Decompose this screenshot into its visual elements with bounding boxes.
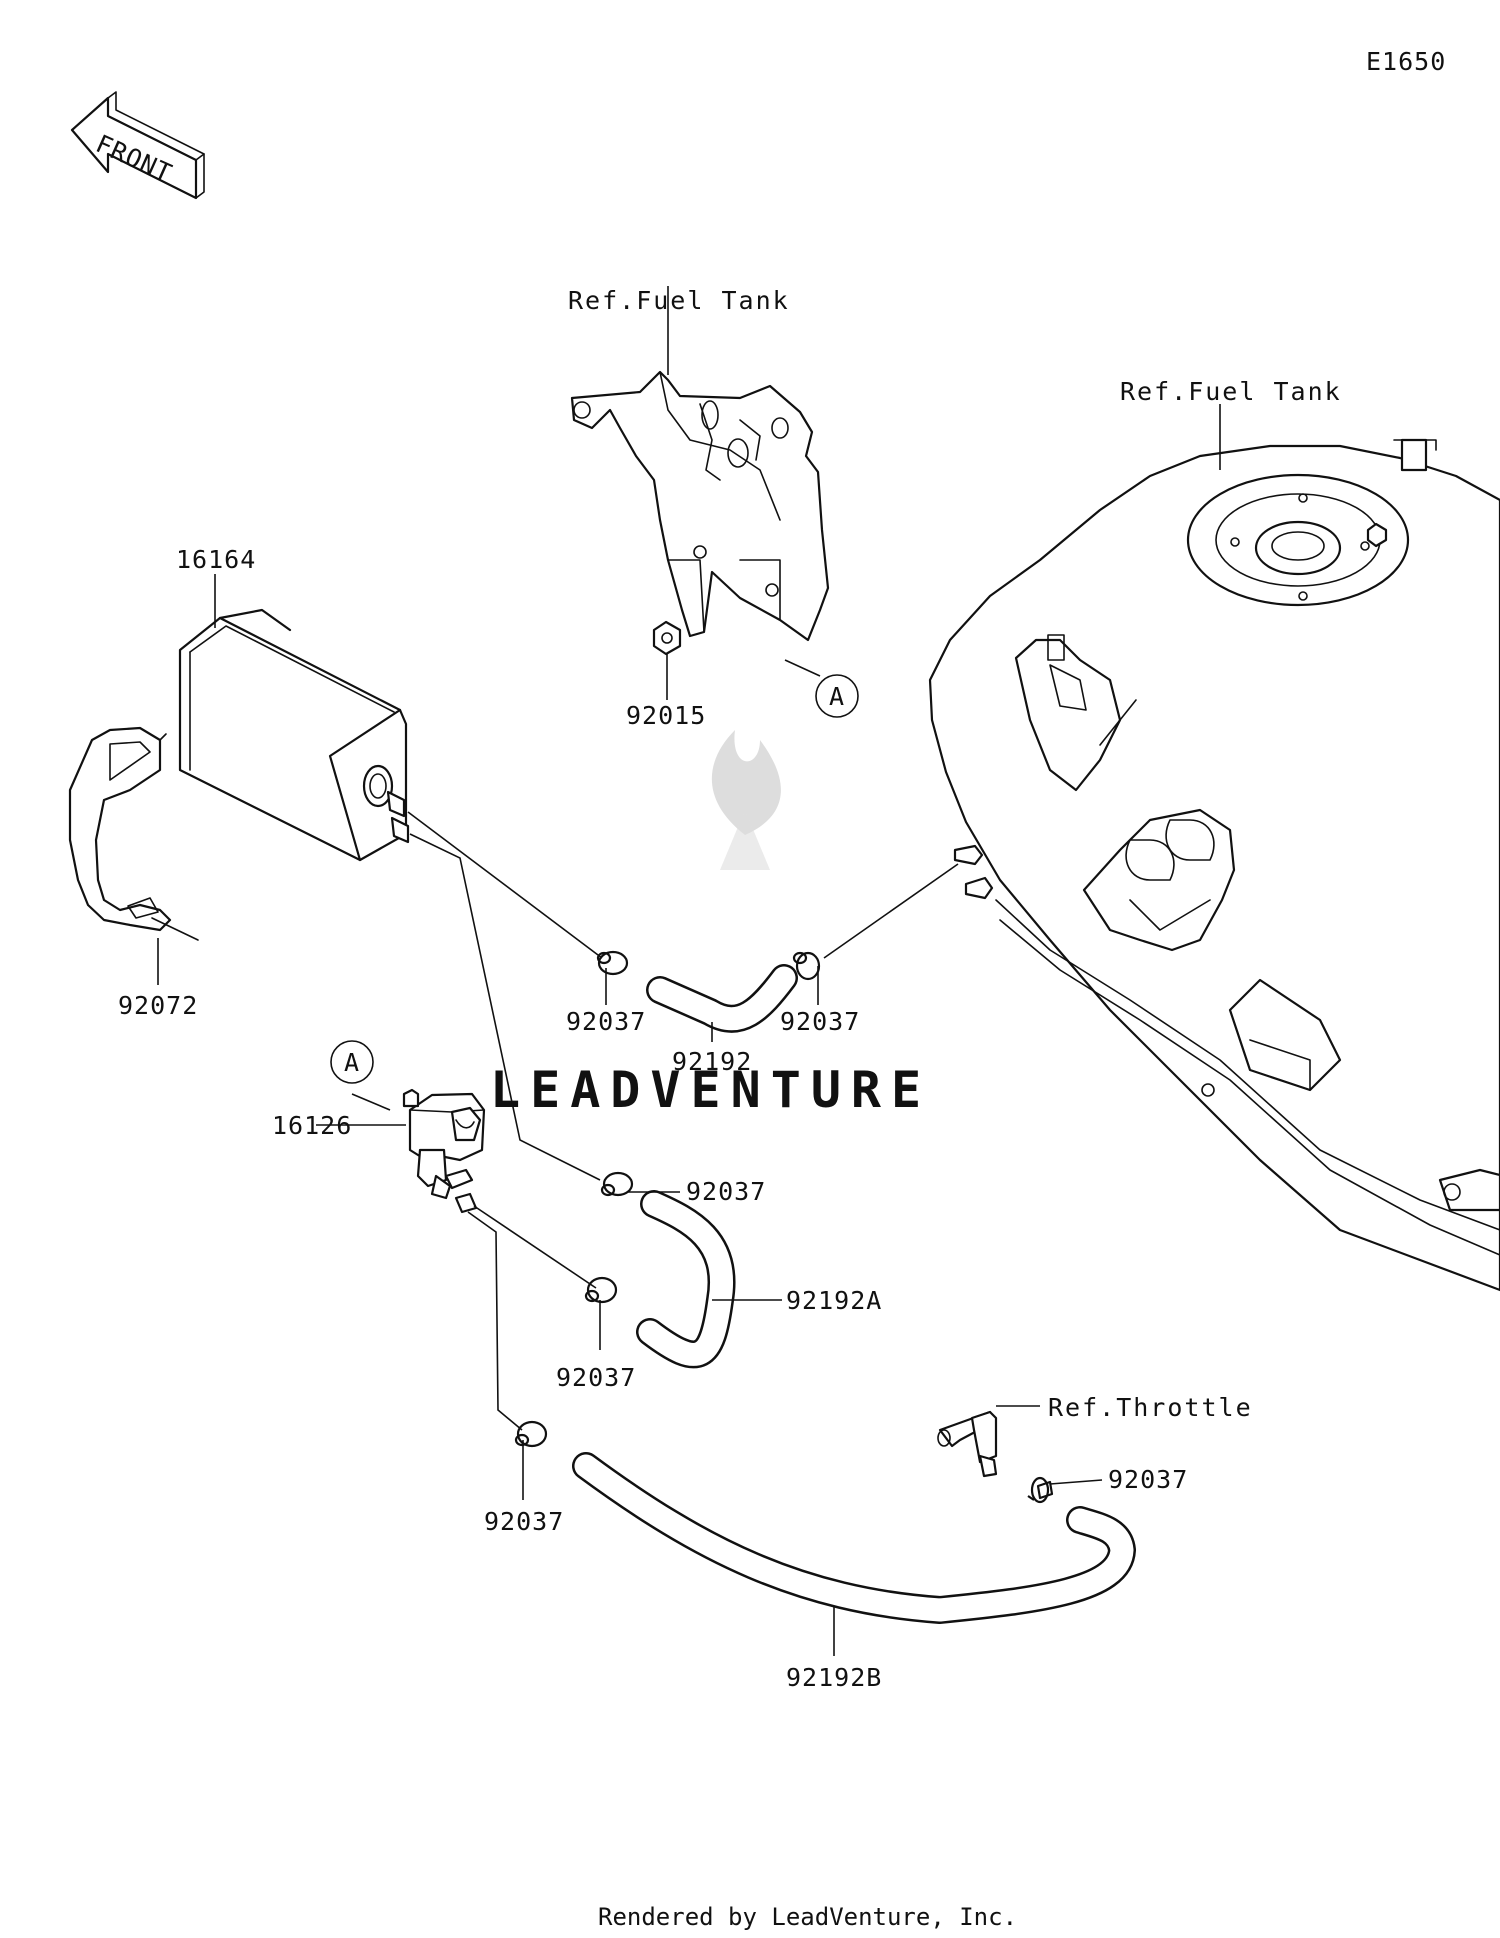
front-arrow: FRONT: [70, 91, 205, 200]
part-label-92192a: 92192A: [786, 1286, 882, 1315]
callout-a-2: A: [344, 1048, 360, 1077]
part-label-92015: 92015: [626, 701, 706, 730]
solenoid-valve: [402, 1088, 486, 1214]
callout-a-1: A: [829, 682, 845, 711]
bracket: [570, 370, 830, 642]
part-label-92037-f: 92037: [1108, 1465, 1188, 1494]
part-label-92072: 92072: [118, 991, 198, 1020]
ref-label-fuel-tank: Ref.Fuel Tank: [1120, 377, 1342, 406]
part-label-16126: 16126: [272, 1111, 352, 1140]
strap: [68, 726, 199, 941]
leader-lines: [157, 286, 1221, 1656]
diagram-code: E1650: [1366, 47, 1446, 76]
footer-credit: Rendered by LeadVenture, Inc.: [598, 1903, 1017, 1931]
part-label-92192b: 92192B: [786, 1663, 882, 1692]
canister: [178, 608, 410, 862]
fuel-tank: [928, 438, 1500, 1292]
part-label-92037-a: 92037: [566, 1007, 646, 1036]
clips: [514, 950, 1050, 1504]
watermark-text: LEADVENTURE: [490, 1061, 931, 1119]
throttle-joint: [937, 1410, 1054, 1500]
part-label-92037-c: 92037: [686, 1177, 766, 1206]
ref-label-throttle: Ref.Throttle: [1048, 1393, 1253, 1422]
part-label-92037-b: 92037: [780, 1007, 860, 1036]
nut: [652, 620, 682, 656]
part-label-92037-d: 92037: [556, 1363, 636, 1392]
watermark: LEADVENTURE: [490, 730, 931, 1119]
part-label-16164: 16164: [176, 545, 256, 574]
part-label-92037-e: 92037: [484, 1507, 564, 1536]
ref-label-fuel-tank-bracket: Ref.Fuel Tank: [568, 286, 790, 315]
callouts: A A: [330, 674, 859, 1084]
part-label-92192: 92192: [672, 1047, 752, 1076]
